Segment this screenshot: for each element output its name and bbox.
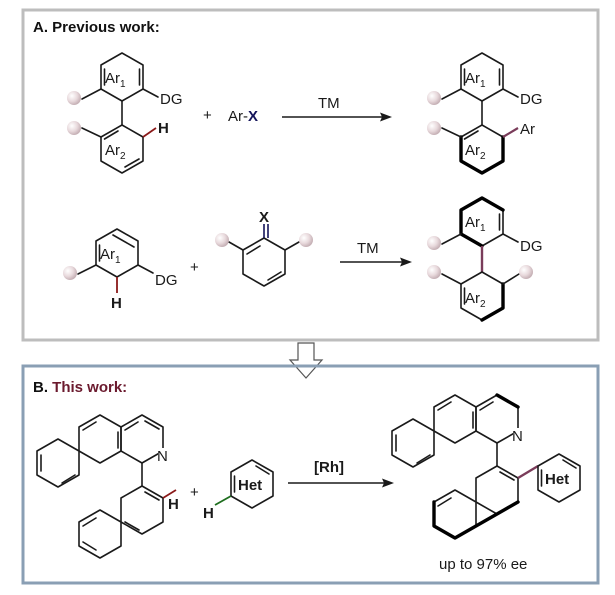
dg-label: DG xyxy=(160,91,183,108)
ar1-label: Ar1 xyxy=(105,70,126,90)
nitrogen-label: N xyxy=(512,428,523,445)
catalyst-label: TM xyxy=(318,95,340,112)
aryl-halide-reagent: Ar-X xyxy=(228,108,258,125)
het-ring xyxy=(230,459,274,509)
het-ring xyxy=(537,453,581,503)
ch-hydrogen: H xyxy=(111,295,122,312)
substituent-dot xyxy=(63,266,77,280)
panel-b-title: B. This work: xyxy=(33,379,127,396)
plus-sign: + xyxy=(203,107,212,124)
biaryl-product: Ar1 DG Ar2 Ar xyxy=(427,52,543,175)
ring-d xyxy=(120,485,164,535)
substituent-dot xyxy=(299,233,313,247)
ch-hydrogen: H xyxy=(168,496,179,513)
panel-b-frame xyxy=(21,364,600,585)
plus-sign: + xyxy=(190,259,199,276)
ar1-label: Ar1 xyxy=(100,246,121,266)
plus-sign: + xyxy=(190,484,199,501)
substituent-dot xyxy=(215,233,229,247)
substituent-dot xyxy=(427,91,441,105)
biaryl-substrate: Ar1 DG Ar2 H xyxy=(67,52,183,174)
atropisomeric-product: N Het xyxy=(391,393,581,540)
ar1-label: Ar1 xyxy=(465,70,486,90)
nitrogen-label: N xyxy=(157,448,168,465)
ring-e xyxy=(78,509,122,559)
aryl-label: Ar xyxy=(520,121,535,138)
x-heteroatom: X xyxy=(259,209,269,226)
substituent-dot xyxy=(67,121,81,135)
panel-a-title: A. Previous work: xyxy=(33,19,160,36)
catalyst-label: TM xyxy=(357,240,379,257)
het-label: Het xyxy=(238,477,262,494)
arene-substrate: Ar1 DG H xyxy=(63,228,178,312)
reaction-arrow-tm-2: TM xyxy=(340,240,412,267)
reaction-arrow-tm-1: TM xyxy=(282,95,392,122)
het-hydrogen: H xyxy=(203,505,214,522)
six-ring xyxy=(242,237,286,287)
ring-a xyxy=(433,394,477,444)
reaction-arrow-rh: [Rh] xyxy=(288,459,394,488)
substituent-dot xyxy=(427,236,441,250)
ring-c xyxy=(36,438,80,488)
ring-c xyxy=(391,418,435,468)
dg-label: DG xyxy=(520,238,543,255)
cyclohexadiene-reagent: X xyxy=(215,209,313,287)
panel-a-frame xyxy=(21,8,600,342)
benzoquinoline-substrate: N H xyxy=(36,414,179,559)
axially-chiral-product: Ar1 DG Ar2 xyxy=(427,196,543,322)
het-label: Het xyxy=(545,471,569,488)
dg-label: DG xyxy=(155,272,178,289)
enantioselectivity-label: up to 97% ee xyxy=(439,556,527,573)
ring-a xyxy=(78,414,122,464)
ar2-label: Ar2 xyxy=(465,142,486,162)
substituent-dot xyxy=(67,91,81,105)
substituent-dot xyxy=(519,265,533,279)
ar2-label: Ar2 xyxy=(465,290,486,310)
down-arrow xyxy=(288,342,324,379)
rh-catalyst-label: [Rh] xyxy=(314,459,344,476)
heteroarene-reagent: Het H xyxy=(203,459,274,522)
dg-label: DG xyxy=(520,91,543,108)
substituent-dot xyxy=(427,265,441,279)
ar1-label: Ar1 xyxy=(465,214,486,234)
ar2-label: Ar2 xyxy=(105,142,126,162)
substituent-dot xyxy=(427,121,441,135)
ch-hydrogen: H xyxy=(158,120,169,137)
